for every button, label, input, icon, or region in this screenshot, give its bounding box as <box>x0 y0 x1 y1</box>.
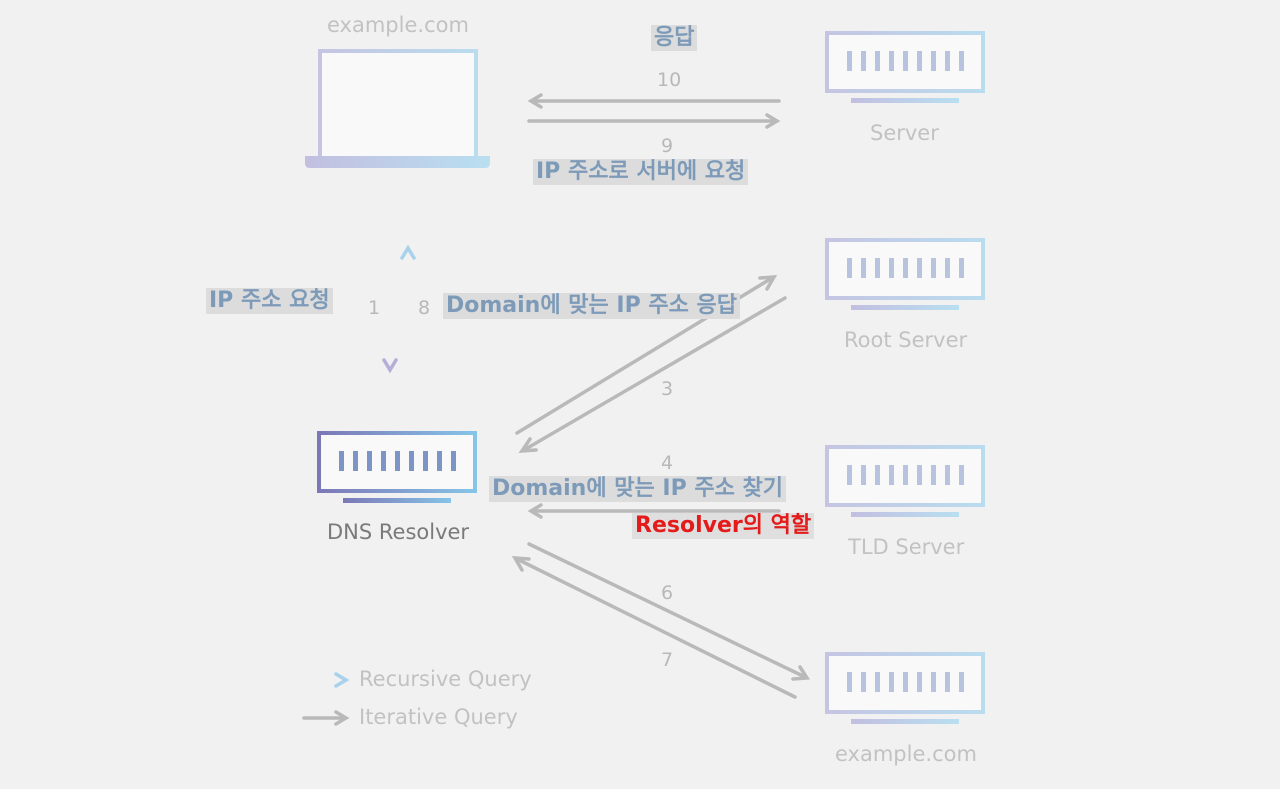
client-label: example.com <box>327 13 469 37</box>
arrow-step-8 <box>400 244 416 372</box>
domain-ip-response-annotation: Domain에 맞는 IP 주소 응답 <box>443 293 740 319</box>
step-number-4: 4 <box>661 452 674 474</box>
step-number-6: 6 <box>661 582 674 604</box>
arrow-step-7 <box>511 556 797 699</box>
server-icon <box>825 652 985 724</box>
server-icon <box>317 431 477 503</box>
legend-recursive-label: Recursive Query <box>359 667 532 691</box>
step-number-3: 3 <box>661 378 674 400</box>
dns-resolver-label: DNS Resolver <box>327 520 470 544</box>
arrow-step-9 <box>527 113 781 129</box>
step-number-8: 8 <box>418 297 431 319</box>
legend-iterative-arrow <box>302 710 350 726</box>
legend-recursive-arrow <box>302 672 350 688</box>
server-request-annotation: IP 주소로 서버에 요청 <box>533 159 749 185</box>
step-number-1: 1 <box>368 297 381 319</box>
arrow-step-5 <box>527 503 781 519</box>
authoritative-server-label: example.com <box>835 742 977 766</box>
resolver-role-annotation: Resolver의 역할 <box>632 513 815 539</box>
arrow-step-10 <box>527 93 781 109</box>
laptop-icon <box>305 49 490 168</box>
legend-iterative-label: Iterative Query <box>359 705 518 729</box>
server-icon <box>825 238 985 310</box>
response-annotation: 응답 <box>651 25 698 51</box>
ip-request-annotation: IP 주소 요청 <box>206 288 333 314</box>
root-server-label: Root Server <box>844 328 968 352</box>
arrow-step-3 <box>518 296 787 453</box>
arrow-step-6 <box>527 542 811 681</box>
find-domain-ip-annotation: Domain에 맞는 IP 주소 찾기 <box>489 476 786 502</box>
server-label: Server <box>870 121 939 145</box>
server-icon <box>825 31 985 103</box>
step-number-10: 10 <box>657 69 682 91</box>
server-icon <box>825 445 985 517</box>
arrow-step-1 <box>382 246 398 374</box>
step-number-7: 7 <box>661 649 674 671</box>
tld-server-label: TLD Server <box>848 535 965 559</box>
step-number-9: 9 <box>661 135 674 157</box>
